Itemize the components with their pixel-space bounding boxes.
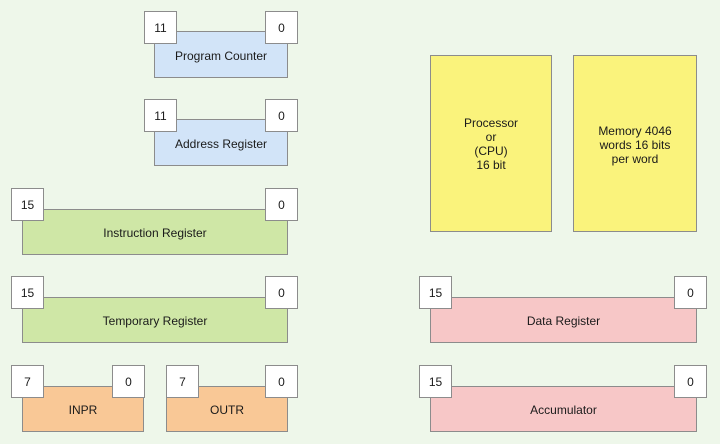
temporary-register-lsb: 0	[265, 276, 298, 309]
inpr-lsb: 0	[112, 365, 145, 398]
memory-label: Memory 4046 words 16 bits per word	[598, 124, 672, 166]
inpr-msb: 7	[11, 365, 44, 398]
temporary-register-label: Temporary Register	[102, 314, 208, 328]
inpr-label: INPR	[68, 403, 98, 417]
data-register-lsb: 0	[674, 276, 707, 309]
data-register: Data Register	[430, 297, 697, 343]
instruction-register-label: Instruction Register	[103, 226, 207, 240]
program-counter-label: Program Counter	[174, 48, 268, 63]
accumulator-msb: 15	[419, 365, 452, 398]
temporary-register: Temporary Register	[22, 297, 288, 343]
address-register-lsb: 0	[265, 99, 298, 132]
program-counter-msb: 11	[144, 11, 177, 44]
processor-block: Processor or (CPU) 16 bit	[430, 55, 552, 232]
address-register-msb: 11	[144, 99, 177, 132]
instruction-register-msb: 15	[11, 188, 44, 221]
instruction-register: Instruction Register	[22, 209, 288, 255]
data-register-label: Data Register	[526, 314, 601, 328]
address-register-label: Address Register	[174, 136, 268, 151]
accumulator-register: Accumulator	[430, 386, 697, 432]
program-counter-lsb: 0	[265, 11, 298, 44]
temporary-register-msb: 15	[11, 276, 44, 309]
outr-msb: 7	[166, 365, 199, 398]
processor-label: Processor or (CPU) 16 bit	[463, 116, 519, 172]
instruction-register-lsb: 0	[265, 188, 298, 221]
data-register-msb: 15	[419, 276, 452, 309]
accumulator-label: Accumulator	[530, 403, 597, 417]
outr-label: OUTR	[210, 403, 244, 417]
outr-lsb: 0	[265, 365, 298, 398]
memory-block: Memory 4046 words 16 bits per word	[573, 55, 697, 232]
accumulator-lsb: 0	[674, 365, 707, 398]
